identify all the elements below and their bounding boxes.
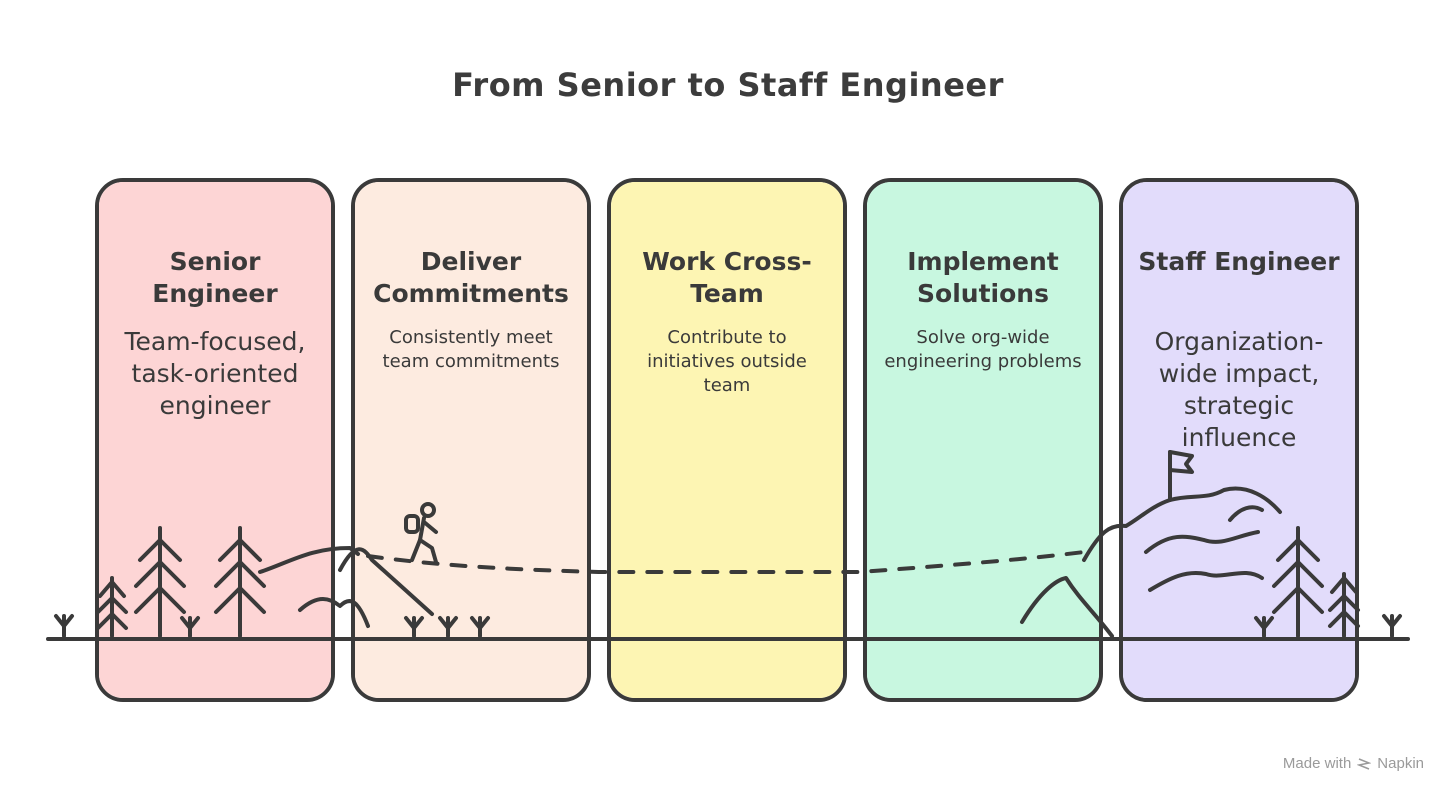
stage-description: Contribute to initiatives outside team [647, 327, 807, 396]
stage-title: Implement Solutions [907, 247, 1059, 308]
stage-staff-engineer: Staff Engineer Organization-wide impact,… [1119, 178, 1359, 702]
stage-senior-engineer: Senior Engineer Team-focused, task-orien… [95, 178, 335, 702]
stage-title: Deliver Commitments [373, 247, 569, 308]
stage-deliver-commitments: Deliver Commitments Consistently meet te… [351, 178, 591, 702]
stage-title: Senior Engineer [152, 247, 278, 308]
diagram-title: From Senior to Staff Engineer [452, 66, 1004, 104]
stage-implement-solutions: Implement Solutions Solve org-wide engin… [863, 178, 1103, 702]
made-with-napkin[interactable]: Made with Napkin [1283, 755, 1424, 772]
sprout-icon [54, 614, 74, 638]
stage-description: Organization-wide impact, strategic infl… [1154, 327, 1324, 452]
stage-description: Solve org-wide engineering problems [884, 327, 1082, 372]
made-with-label: Made with [1282, 755, 1352, 772]
stage-title: Work Cross-Team [642, 247, 812, 308]
stage-title: Staff Engineer [1138, 247, 1340, 276]
stage-fill [611, 182, 843, 698]
brand-name: Napkin [1377, 755, 1424, 772]
sprout-icon [1382, 614, 1402, 638]
stage-description: Consistently meet team commitments [382, 327, 560, 372]
stage-description: Team-focused, task-oriented engineer [124, 327, 306, 420]
napkin-logo-icon [1357, 757, 1372, 770]
stage-work-cross-team: Work Cross-Team Contribute to initiative… [607, 178, 847, 702]
